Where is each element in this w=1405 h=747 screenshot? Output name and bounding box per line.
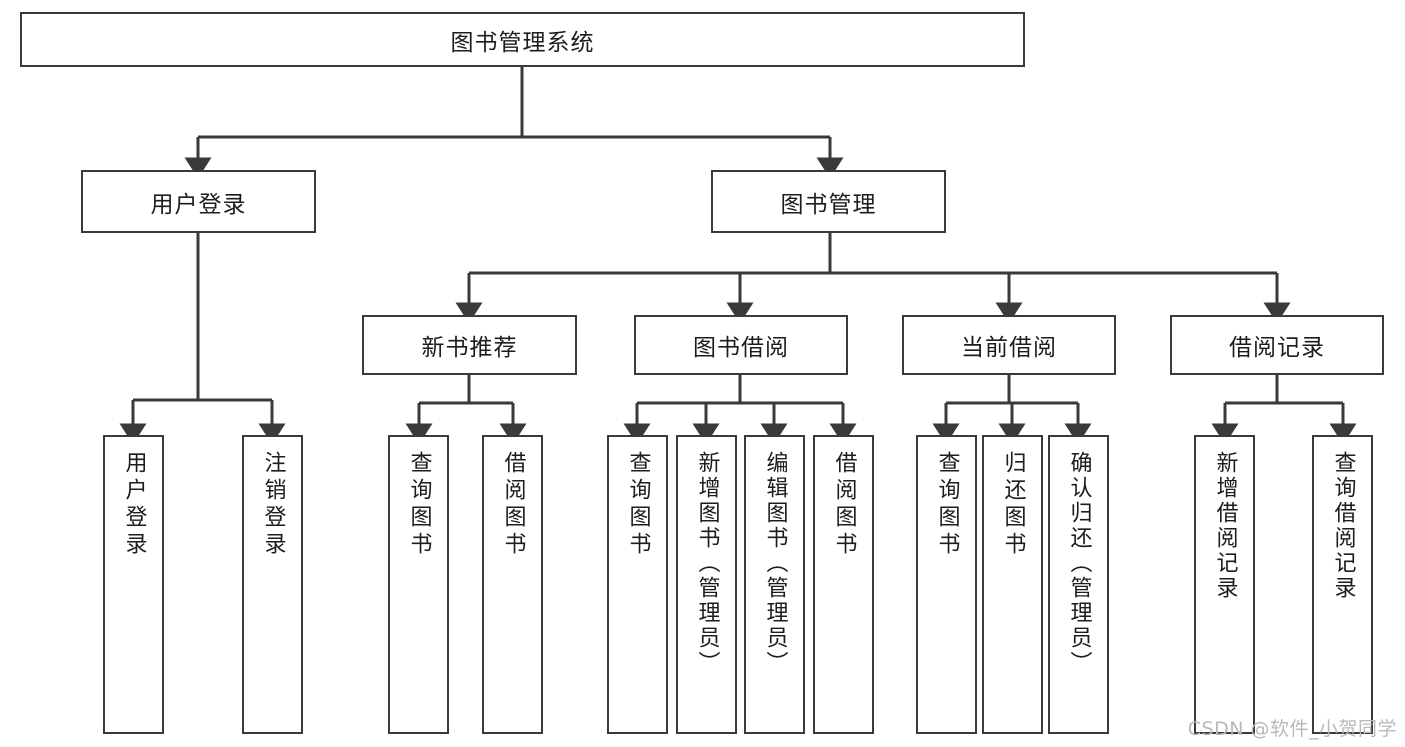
node-leaf-edit-book-label: 编辑图书（管理员） xyxy=(762,451,788,676)
node-root-label: 图书管理系统 xyxy=(450,29,595,56)
node-leaf-borrow-book-2[interactable]: 借阅图书 xyxy=(813,435,874,734)
node-leaf-add-record[interactable]: 新增借阅记录 xyxy=(1194,435,1255,734)
node-new-book-recommend[interactable]: 新书推荐 xyxy=(362,315,577,375)
node-leaf-edit-book[interactable]: 编辑图书（管理员） xyxy=(744,435,805,734)
node-current-borrow-label: 当前借阅 xyxy=(961,335,1057,361)
node-root[interactable]: 图书管理系统 xyxy=(20,12,1025,67)
node-leaf-borrow-book-2-label: 借阅图书 xyxy=(831,451,857,559)
node-leaf-user-login[interactable]: 用户登录 xyxy=(103,435,164,734)
node-leaf-add-book-label: 新增图书（管理员） xyxy=(694,451,720,676)
node-leaf-borrow-book-1[interactable]: 借阅图书 xyxy=(482,435,543,734)
node-leaf-return-book-label: 归还图书 xyxy=(1000,451,1026,559)
node-book-borrow-label: 图书借阅 xyxy=(693,335,789,361)
node-leaf-query-book-2-label: 查询图书 xyxy=(625,451,651,559)
node-leaf-query-book-3[interactable]: 查询图书 xyxy=(916,435,977,734)
watermark-text: CSDN @软件_小贺同学 xyxy=(1187,718,1397,740)
node-leaf-query-book-3-label: 查询图书 xyxy=(934,451,960,559)
node-leaf-return-book[interactable]: 归还图书 xyxy=(982,435,1043,734)
node-leaf-query-record-label: 查询借阅记录 xyxy=(1330,451,1356,601)
node-book-manage-label: 图书管理 xyxy=(780,191,877,218)
node-leaf-confirm-return-label: 确认归还（管理员） xyxy=(1066,451,1092,676)
node-leaf-logout-login-label: 注销登录 xyxy=(260,451,286,559)
node-leaf-confirm-return[interactable]: 确认归还（管理员） xyxy=(1048,435,1109,734)
node-leaf-add-record-label: 新增借阅记录 xyxy=(1212,451,1238,601)
node-user-login[interactable]: 用户登录 xyxy=(81,170,316,233)
node-leaf-user-login-label: 用户登录 xyxy=(121,451,147,559)
node-new-book-recommend-label: 新书推荐 xyxy=(421,335,518,361)
node-current-borrow[interactable]: 当前借阅 xyxy=(902,315,1116,375)
node-leaf-query-book-1[interactable]: 查询图书 xyxy=(388,435,449,734)
node-borrow-record-label: 借阅记录 xyxy=(1229,335,1325,361)
node-leaf-borrow-book-1-label: 借阅图书 xyxy=(500,451,526,559)
node-book-manage[interactable]: 图书管理 xyxy=(711,170,946,233)
node-user-login-label: 用户登录 xyxy=(150,191,247,218)
node-leaf-query-book-1-label: 查询图书 xyxy=(406,451,432,559)
node-leaf-logout-login[interactable]: 注销登录 xyxy=(242,435,303,734)
node-book-borrow[interactable]: 图书借阅 xyxy=(634,315,848,375)
node-borrow-record[interactable]: 借阅记录 xyxy=(1170,315,1384,375)
node-leaf-add-book[interactable]: 新增图书（管理员） xyxy=(676,435,737,734)
node-leaf-query-record[interactable]: 查询借阅记录 xyxy=(1312,435,1373,734)
node-leaf-query-book-2[interactable]: 查询图书 xyxy=(607,435,668,734)
